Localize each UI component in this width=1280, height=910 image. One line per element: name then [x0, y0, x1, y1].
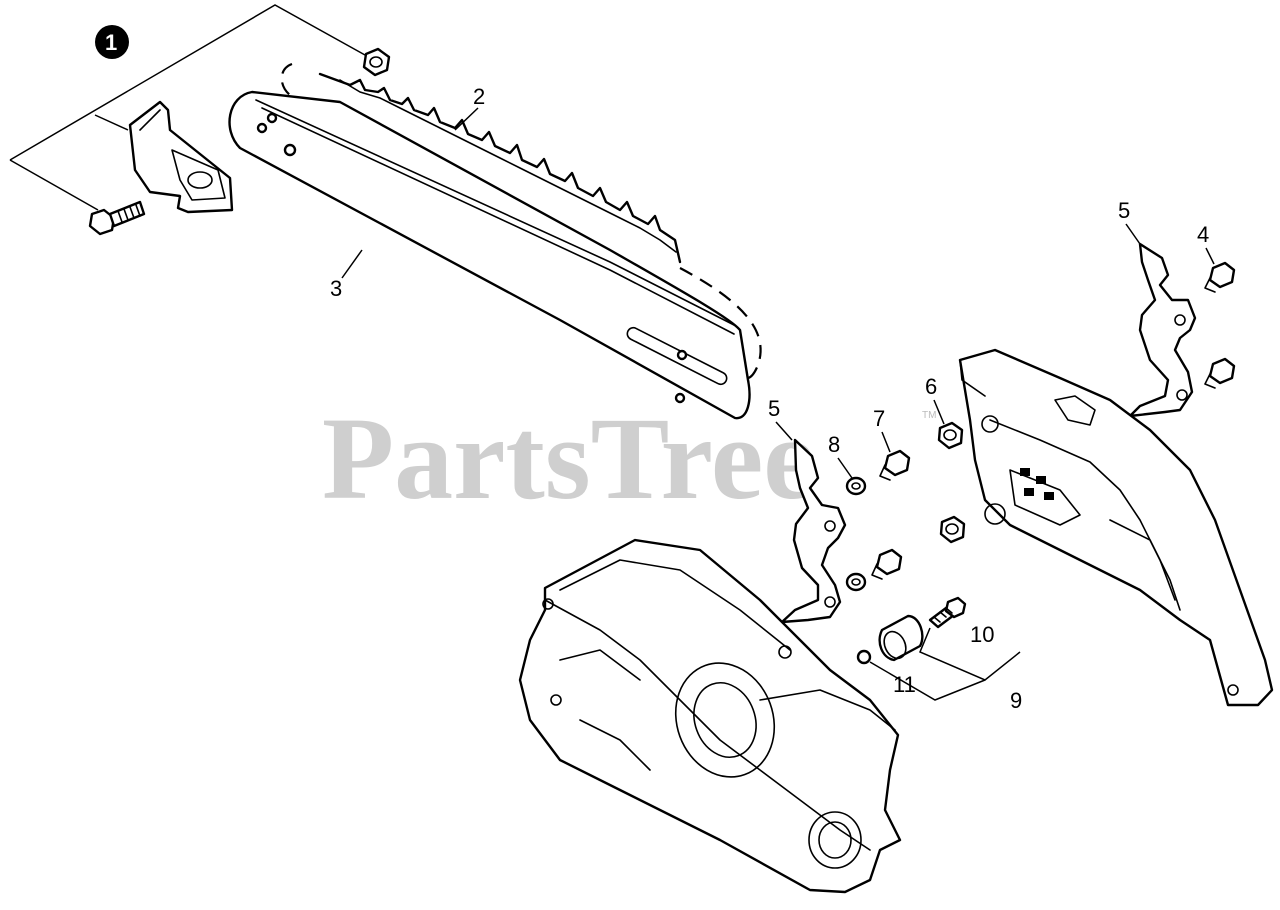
nut-part-6-lower[interactable]	[939, 515, 966, 544]
sprocket-cover[interactable]	[958, 348, 1274, 707]
washer-part-8-lower[interactable]	[845, 572, 867, 592]
engine-crankcase[interactable]	[518, 538, 902, 894]
callout-11-text: 11	[893, 672, 916, 697]
callout-2-text: 2	[473, 84, 485, 109]
callout-4: 4	[1197, 222, 1215, 265]
spacer-part-11[interactable]	[878, 614, 924, 662]
watermark: PartsTree TM	[322, 393, 936, 524]
bolt-part-4-upper[interactable]	[1204, 261, 1236, 293]
callout-8-text: 8	[828, 432, 840, 457]
bolt-part-7-lower[interactable]	[871, 548, 903, 580]
saw-chain[interactable]	[280, 62, 762, 380]
washer-part-8-upper[interactable]	[845, 476, 867, 496]
callout-9-text: 9	[1010, 688, 1022, 713]
watermark-trademark: TM	[922, 410, 936, 421]
screw-part-10[interactable]	[928, 596, 967, 629]
callout-6-text: 6	[925, 374, 937, 399]
callout-10-text: 10	[970, 622, 994, 647]
callout-3-text: 3	[330, 276, 342, 301]
callout-10: 10	[970, 622, 994, 647]
callout-5a: 5	[1118, 198, 1141, 245]
callout-1: 1	[95, 25, 129, 59]
guide-bar[interactable]	[228, 90, 751, 420]
assembly-9-leaders	[869, 627, 1021, 701]
callout-1-text: 1	[105, 30, 117, 55]
callout-5b: 5	[768, 396, 793, 441]
assembly-1-leaders	[9, 4, 366, 211]
callout-6: 6	[925, 374, 945, 425]
washer-part-11[interactable]	[856, 649, 872, 665]
nut-part-6-upper[interactable]	[937, 421, 964, 450]
callout-7: 7	[873, 406, 891, 453]
callout-5b-text: 5	[768, 396, 780, 421]
bolt-part-1[interactable]	[88, 200, 146, 236]
callout-9: 9	[1010, 688, 1022, 713]
nut-part-1[interactable]	[362, 47, 391, 77]
callout-7-text: 7	[873, 406, 885, 431]
callout-3: 3	[330, 249, 363, 301]
chain-catcher-plate-right[interactable]	[1128, 242, 1197, 418]
callout-5a-text: 5	[1118, 198, 1130, 223]
chain-catcher-plate-left[interactable]	[780, 438, 847, 624]
bolt-part-4-lower[interactable]	[1204, 357, 1236, 389]
callout-11: 11	[893, 672, 916, 697]
bar-guard-plate[interactable]	[128, 100, 234, 214]
bolt-part-7-upper[interactable]	[879, 449, 911, 481]
callout-2: 2	[454, 84, 485, 131]
callout-8: 8	[828, 432, 853, 479]
callout-4-text: 4	[1197, 222, 1209, 247]
